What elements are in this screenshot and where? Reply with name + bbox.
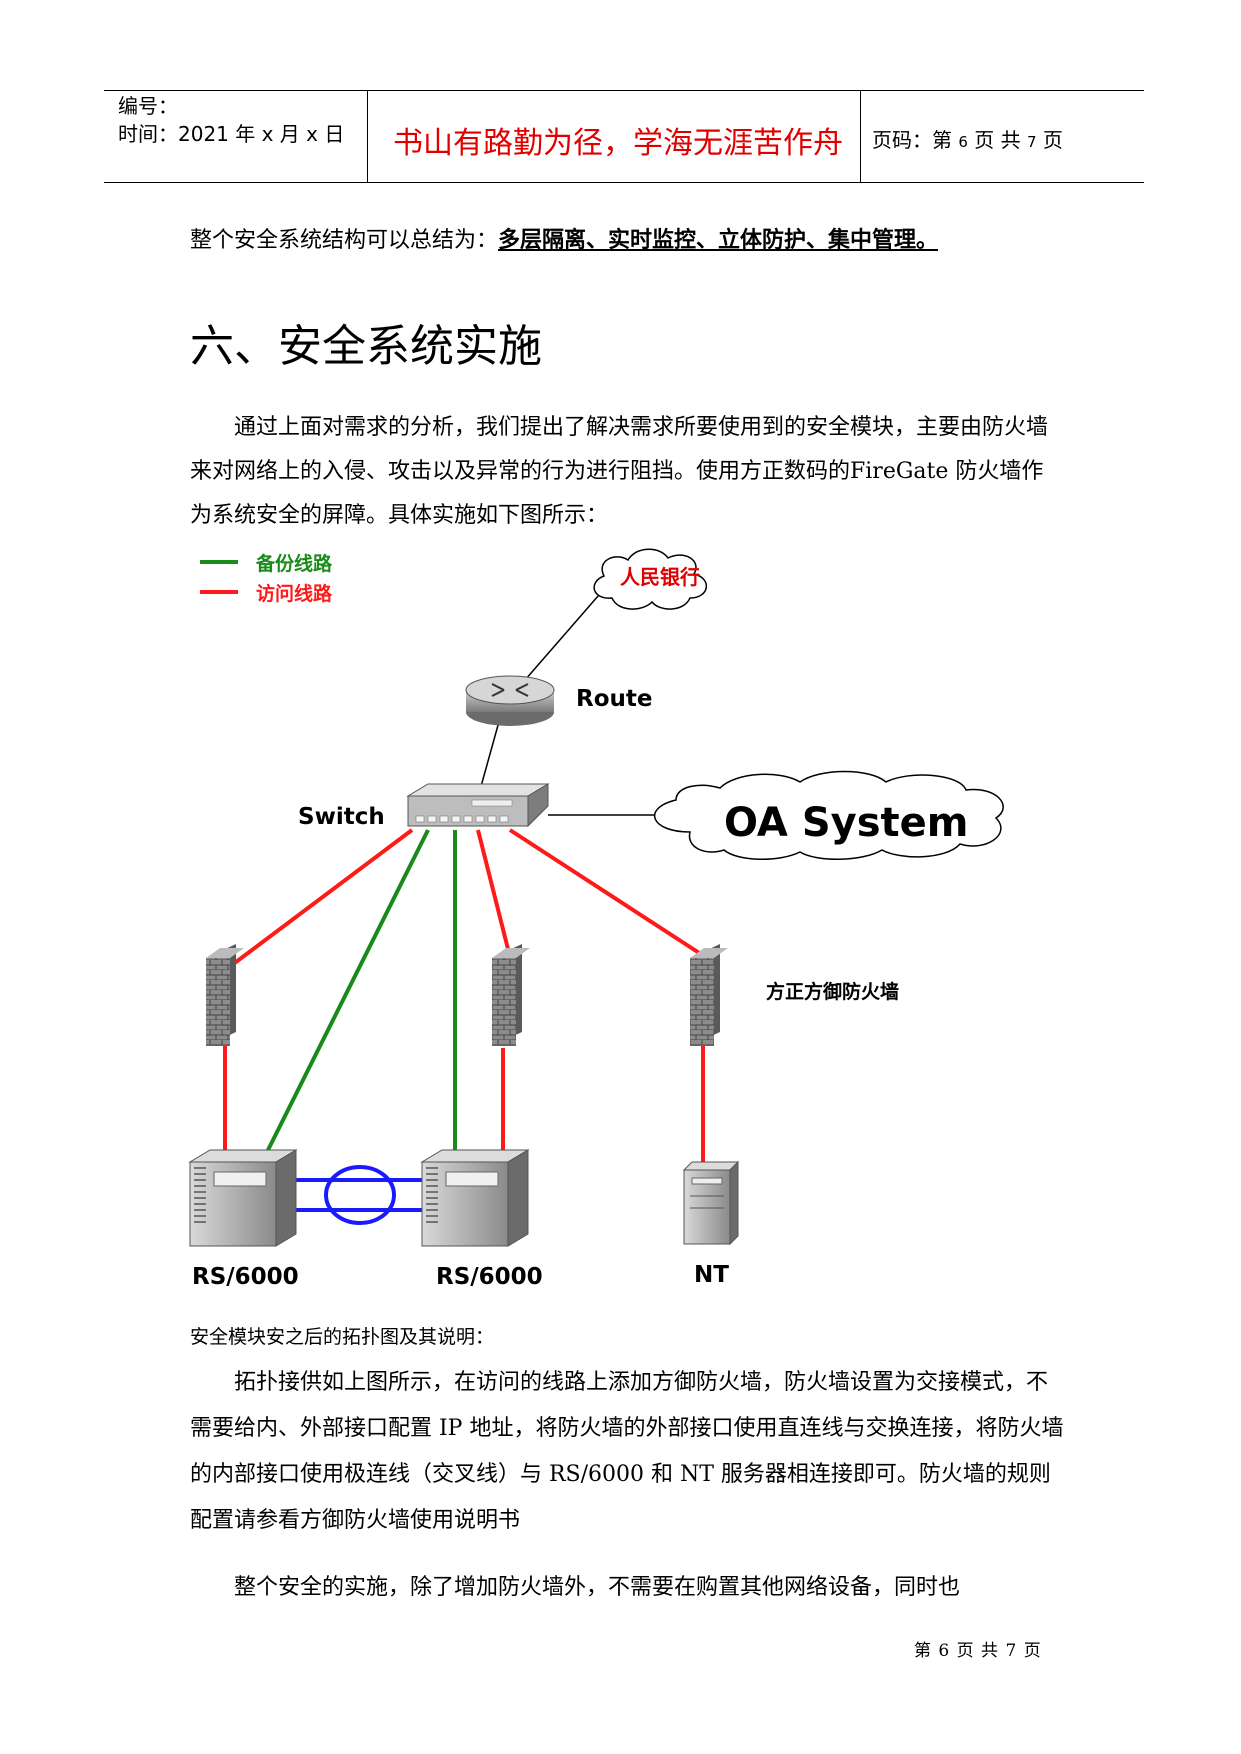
legend-backup-label: 备份线路 [255,552,333,575]
closing-block: 整个安全的实施，除了增加防火墙外，不需要在购置其他网络设备，同时也 [190,1566,1064,1610]
header-page-info: 页码：第 6 页 共 7 页 [872,124,1063,153]
cloud-oa-system: OA System [653,770,1004,860]
cloud-pboc: 人民银行 [593,548,707,610]
server2-label: RS/6000 [436,1264,543,1290]
closing-paragraph: 整个安全的实施，除了增加防火墙外，不需要在购置其他网络设备，同时也 [234,1575,961,1600]
summary-emphasis: 多层隔离、实时监控、立体防护、集中管理。 [498,227,939,253]
server-icon-nt: NT [682,1160,740,1288]
server-icon-rs6000-1: RS/6000 [188,1149,299,1290]
page-footer: 第 6 页 共 7 页 [914,1636,1042,1661]
header-divider-1 [367,90,368,182]
summary-line: 整个安全系统结构可以总结为：多层隔离、实时监控、立体防护、集中管理。 [190,222,938,254]
section-title: 六、安全系统实施 [190,321,542,372]
footer-total: 7 [1005,1641,1018,1661]
cloud-pboc-label: 人民银行 [620,565,700,589]
legend: 备份线路 访问线路 [200,552,333,605]
header-page-num: 6 [958,133,968,151]
intro-block: 通过上面对需求的分析，我们提出了解决需求所要使用到的安全模块，主要由防火墙来对网… [190,406,1064,538]
intro-paragraph: 通过上面对需求的分析，我们提出了解决需求所要使用到的安全模块，主要由防火墙来对网… [190,415,1049,528]
switch-icon: Switch [298,783,550,830]
summary-lead: 整个安全系统结构可以总结为： [190,228,499,253]
cloud-oa-label: OA System [724,800,968,846]
header-page-mid: 页 共 [974,128,1021,152]
explanation-block: 拓扑接供如上图所示，在访问的线路上添加方御防火墙，防火墙设置为交接模式，不需要给… [190,1360,1064,1544]
link-router-switch [479,717,501,791]
router-icon: Route [465,675,652,726]
access-link-fw3 [508,828,712,962]
header-info: 编号： 时间：2021 年 x 月 x 日 [118,92,344,148]
legend-access-label: 访问线路 [256,582,333,605]
explanation-paragraph: 拓扑接供如上图所示，在访问的线路上添加方御防火墙，防火墙设置为交接模式，不需要给… [190,1370,1064,1533]
cluster-link [296,1165,425,1225]
backup-link-srv1 [260,829,430,1163]
link-cloud-router [524,579,613,681]
server-icon-rs6000-2: RS/6000 [420,1149,543,1290]
diagram-caption: 安全模块安之后的拓扑图及其说明： [190,1326,495,1348]
header-number: 编号： [118,94,178,118]
firewall-label: 方正方御防火墙 [766,980,899,1003]
header-page-prefix: 页码：第 [872,128,952,152]
access-link-fw1 [230,828,414,967]
access-links [223,828,712,1162]
header-divider-2 [860,90,861,182]
footer-num: 6 [938,1641,951,1661]
router-label: Route [576,686,652,712]
footer-suffix: 页 [1023,1641,1042,1661]
server3-label: NT [694,1262,729,1288]
header-page-total: 7 [1026,133,1037,151]
switch-label: Switch [298,804,385,830]
firewall-icon-3: 方正方御防火墙 [690,944,899,1046]
access-link-fw2 [476,829,514,966]
footer-mid: 页 共 [956,1641,1000,1661]
server1-label: RS/6000 [192,1264,299,1290]
header-page-suffix: 页 [1042,128,1063,152]
header-bottom-rule [104,182,1144,183]
header-top-rule [104,90,1144,91]
header-motto: 书山有路勤为径，学海无涯苦作舟 [393,126,843,161]
backup-links [260,829,457,1163]
firewall-icon-1 [206,944,244,1046]
footer-prefix: 第 [914,1641,932,1661]
network-topology-diagram: 备份线路 访问线路 人民银行 Route [188,548,1004,1290]
header-time: 时间：2021 年 x 月 x 日 [118,122,345,146]
firewall-icon-2 [492,944,530,1046]
